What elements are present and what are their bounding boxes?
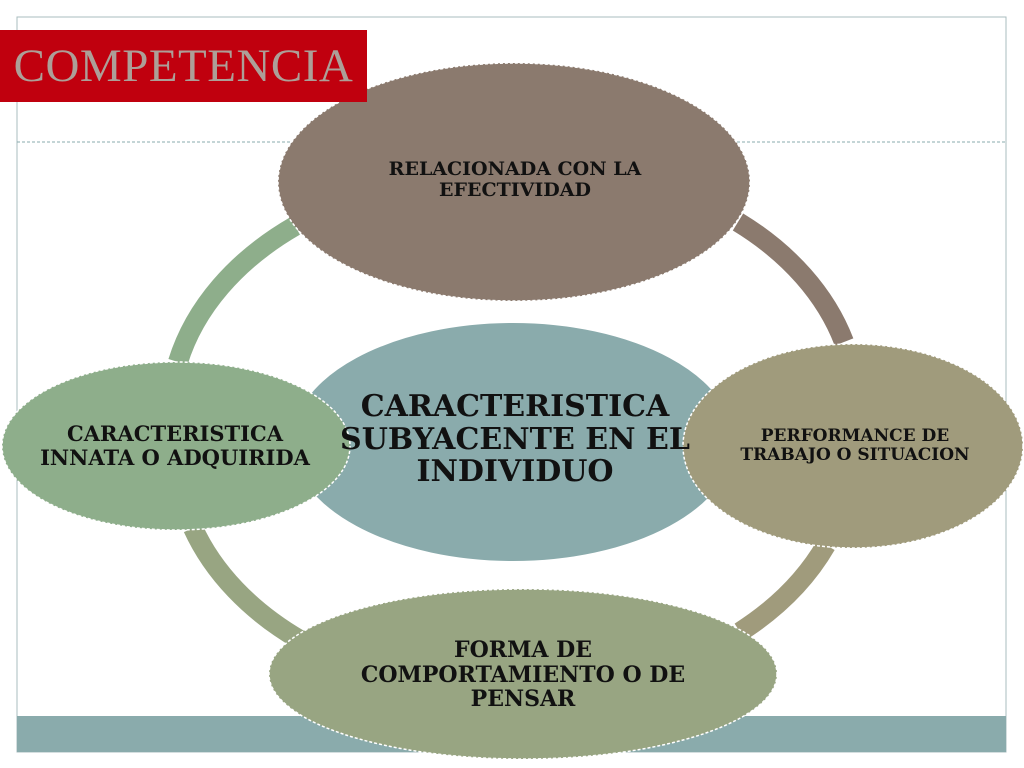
left-node xyxy=(1,361,351,531)
left-node-label: CARACTERISTICA INNATA O ADQUIRIDA xyxy=(40,421,310,470)
arc-top-right xyxy=(732,213,854,346)
top-node-label: RELACIONADA CON LA EFECTIVIDAD xyxy=(388,157,642,201)
bottom-node xyxy=(268,588,778,760)
arc-top-left xyxy=(168,217,300,366)
title-banner: COMPETENCIA xyxy=(0,30,367,102)
arc-bottom-left xyxy=(183,523,306,649)
arc-bottom-right xyxy=(734,539,835,641)
right-node-label: PERFORMANCE DE TRABAJO O SITUACION xyxy=(740,425,970,465)
slide-title: COMPETENCIA xyxy=(13,40,354,92)
top-node xyxy=(277,62,751,302)
bottom-node-label: FORMA DE COMPORTAMIENTO O DE PENSAR xyxy=(360,637,686,713)
center-node-label: CARACTERISTICA SUBYACENTE EN EL INDIVIDU… xyxy=(340,389,690,490)
right-node xyxy=(682,343,1024,549)
